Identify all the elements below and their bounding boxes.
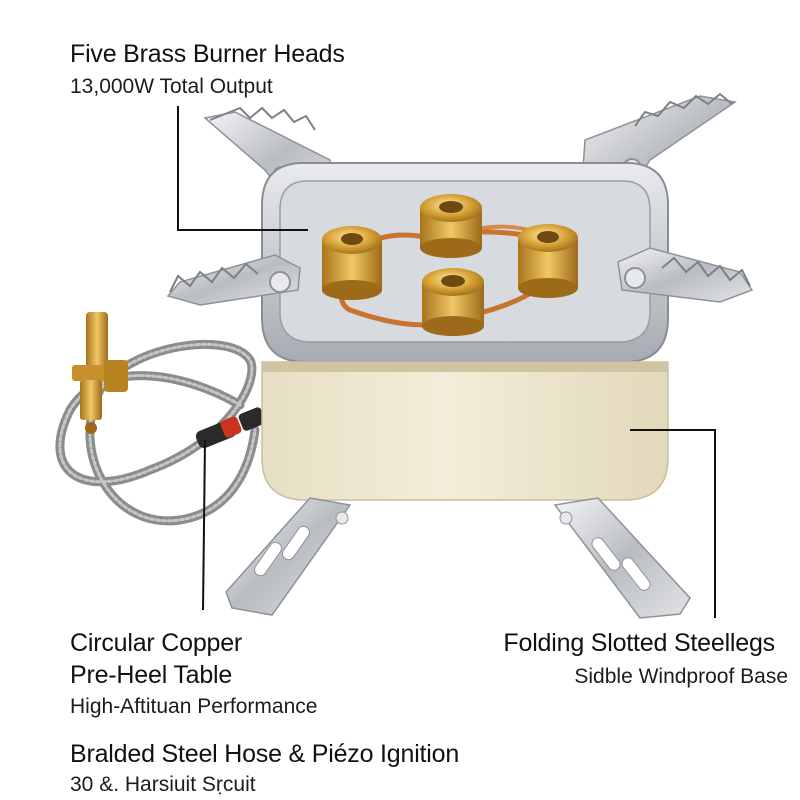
- callout-copper-subtitle: High-Aftituan Performance: [70, 695, 318, 718]
- folding-leg-left: [225, 497, 352, 616]
- leader-line-legs: [630, 429, 716, 618]
- callout-legs-title: Folding Slotted Steellegs: [503, 629, 775, 657]
- leader-line-copper: [202, 439, 206, 611]
- pot-support-front-left: [166, 254, 301, 306]
- callout-hose-subtitle: 30 &. Harsiuit Sṛcuit: [70, 773, 256, 796]
- callout-copper-title-line1: Circular Copper: [70, 629, 243, 657]
- burner-front: [422, 268, 484, 336]
- burner-right: [518, 224, 578, 298]
- burner-top: [420, 194, 482, 258]
- burner-left: [322, 226, 382, 300]
- braided-hose: [55, 339, 260, 526]
- pot-support-front-right: [617, 247, 754, 303]
- cream-stove-body: [261, 361, 669, 501]
- callout-copper-title-line2: Pre-Heel Table: [70, 661, 233, 689]
- leader-line-burners: [177, 106, 308, 231]
- callout-hose-title: Bralded Steel Hose & Piézo Ignition: [70, 740, 460, 768]
- callout-burners-title: Five Brass Burner Heads: [70, 40, 345, 68]
- brass-valve-connector: [72, 312, 128, 434]
- brass-burner-heads: [322, 194, 578, 336]
- folding-leg-right: [553, 497, 691, 619]
- callout-leader-lines: [177, 106, 716, 618]
- callout-legs-subtitle: Sidble Windproof Base: [574, 665, 788, 688]
- callout-burners-subtitle: 13,000W Total Output: [70, 75, 273, 98]
